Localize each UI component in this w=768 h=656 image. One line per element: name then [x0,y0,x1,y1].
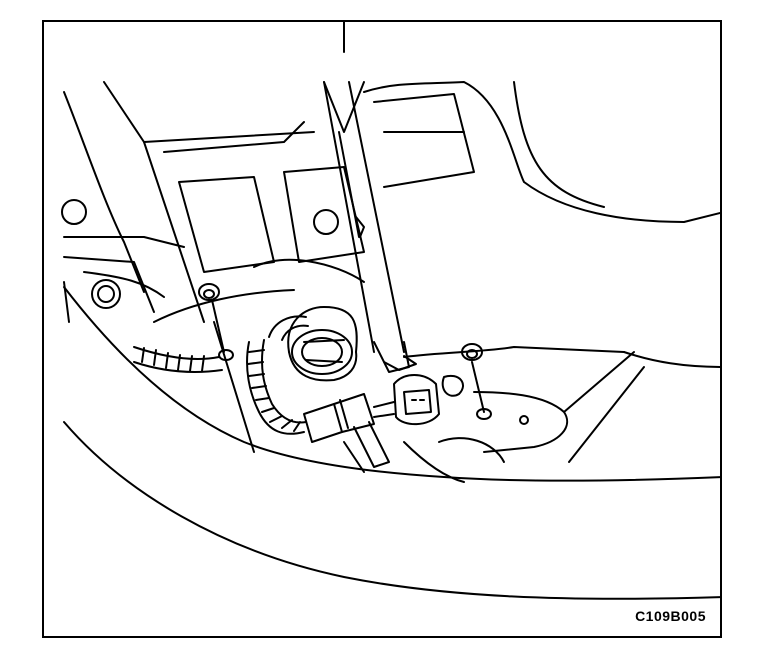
body-panel-outlines [63,22,720,323]
wiring-harness-icon [133,315,309,435]
left-inner-panel [61,199,185,323]
electrical-connector-icon [303,355,440,443]
right-bracket-plate [403,346,720,463]
figure-code: C109B005 [635,608,706,624]
lamp-socket-icon [287,306,358,382]
lower-housing [63,286,720,600]
technical-illustration [61,22,720,600]
figure-frame: C109B005 [42,20,722,638]
mounting-nut-icon [198,283,492,420]
central-bracket [178,166,365,283]
